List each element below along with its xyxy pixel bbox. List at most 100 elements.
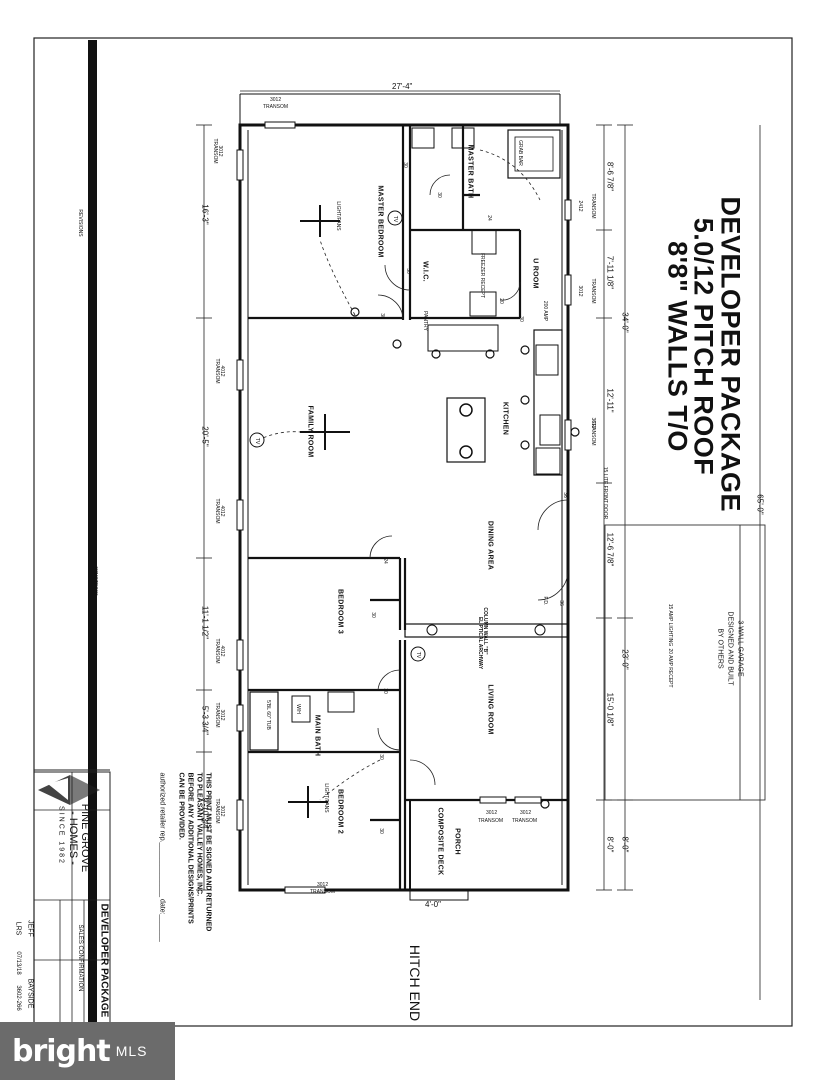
door-tag-13: 30 [378, 754, 384, 760]
window-left-2-transom: TRANSOM [214, 358, 220, 384]
disclaimer-block: THIS PRINT MUST BE SIGNED AND RETURNED T… [158, 773, 213, 1023]
vanity-2 [451, 127, 475, 149]
label-garage-2: DESIGNED AND BUILT [726, 611, 734, 686]
window-left-1-transom: TRANSOM [212, 138, 218, 164]
window-top-transom: TRANSOM [263, 104, 288, 110]
dim-left-2: 20'-5" [200, 426, 210, 447]
window-porch-1-transom: TRANSOM [478, 818, 503, 824]
dim-porch-bottom: 4'-0" [425, 900, 441, 909]
door-tag-1: 30 [402, 162, 408, 168]
vanity-1 [411, 127, 435, 149]
pantry-shelf [427, 324, 499, 352]
label-200-amp: 200 AMP [542, 300, 548, 322]
main-bath-wh [291, 695, 311, 723]
door-tag-5: 20 [498, 298, 504, 304]
info-sub: 8'-8" FLAT [87, 937, 97, 983]
disclaimer-line3: BEFORE ANY ADDITIONAL DESIGNS/PRINTS [186, 772, 194, 924]
door-tag-14: 30 [378, 828, 384, 834]
info-number: 3602-266 [15, 985, 21, 1011]
room-composite-deck: COMPOSITE DECK [436, 807, 444, 876]
room-dining-area: DINING AREA [486, 520, 494, 571]
room-family-room: FAMILY ROOM [306, 405, 314, 458]
company-name-1: PINE GROVE [79, 803, 91, 873]
room-kitchen: KITCHEN [501, 401, 509, 436]
door-tag-4: 30 [405, 268, 411, 274]
door-swings [369, 174, 569, 786]
label-notes: ***NOTES*** [92, 566, 98, 596]
dim-right-1: 8'-6 7/8" [605, 161, 615, 192]
window-top-size: 3012 [270, 97, 282, 103]
watermark-brand: bright [12, 1033, 111, 1069]
door-tag-6: 30 [379, 313, 385, 319]
label-freezer: FREEZER RECEPT [479, 253, 485, 299]
company-logo-icon [38, 775, 100, 805]
dim-left-3: 11'-1 1/2" [200, 605, 210, 640]
ceiling-fans [288, 205, 350, 818]
dim-right-4: 12'-6 7/8" [605, 532, 615, 567]
sheet-border [33, 37, 793, 1027]
dim-right-2: 7'-11 1/8" [605, 255, 615, 290]
info-retailer: BAYSIDE [26, 978, 34, 1009]
dim-porch-length: 8'-0" [620, 836, 630, 853]
fridge [535, 447, 561, 475]
room-master-bedroom: MASTER BEDROOM [376, 185, 384, 258]
disclaimer-signature: authorized retailer rep.______________ d… [158, 772, 166, 942]
company-name-2: - HOMES - [67, 811, 79, 865]
door-tag-12: 30 [382, 688, 388, 694]
dim-right-6: 8'-0" [605, 836, 615, 853]
switch-arcs [257, 149, 541, 801]
column-wall-b [404, 623, 569, 638]
room-master-bath: MASTER BATH [466, 144, 474, 199]
room-porch: PORCH [453, 828, 461, 855]
label-fan-note-1: LIGHT/FANS [335, 201, 341, 231]
label-fan-note-2: LIGHT/FANS [323, 783, 329, 813]
door-tag-2: 30 [436, 192, 442, 198]
door-tag-10: 30 [370, 612, 376, 618]
room-living-room: LIVING ROOM [486, 684, 494, 735]
tv-symbols [249, 210, 426, 662]
window-right-2-size: 3012 [577, 285, 583, 297]
shower-inner [514, 136, 554, 172]
label-fd: F.D. [542, 596, 548, 606]
label-hitch-end: HITCH END [407, 944, 423, 1022]
dim-width-top: 27'-4" [392, 82, 413, 91]
dim-right-5: 15'-0 1/8" [605, 692, 615, 727]
interior-walls [248, 125, 568, 890]
kitchen-counter [533, 329, 563, 476]
watermark-mls: MLS [115, 1043, 148, 1059]
disclaimer-line1: THIS PRINT MUST BE SIGNED AND RETURNED [204, 772, 212, 932]
room-pantry: PANTRY [422, 311, 428, 331]
disclaimer-line4: CAN BE PROVIDED. [177, 772, 185, 840]
room-bedroom-2: BEDROOM 2 [336, 788, 344, 835]
dim-house-length: 34'-0" [620, 312, 630, 333]
window-left-3-transom: TRANSOM [214, 498, 220, 524]
window-bottom-transom: TRANSOM [310, 889, 335, 895]
door-tag-11: 36 [558, 600, 564, 606]
dim-garage-length: 23'-0" [620, 649, 630, 670]
label-tv-1: TV [392, 215, 398, 223]
window-left-4-transom: TRANSOM [214, 638, 220, 664]
title-strip-rule [88, 40, 97, 1026]
label-tub: 5'BL 60" TUB [265, 700, 271, 730]
window-bottom-size: 3012 [317, 882, 329, 888]
door-tag-8: 36 [562, 492, 568, 498]
window-right-1-transom: TRANSOM [590, 193, 596, 219]
dim-overall: 65'-0" [755, 494, 765, 515]
window-porch-1-size: 3012 [486, 810, 498, 816]
plan-title-line2: 5.0/12 PITCH ROOF [688, 217, 719, 476]
door-tag-3: 24 [486, 215, 492, 221]
label-tv-3: TV [415, 651, 421, 659]
room-wic: W.I.C. [421, 261, 429, 282]
shower [507, 129, 561, 179]
room-main-bath: MAIN BATH [313, 714, 321, 757]
label-wh: W/H [295, 704, 301, 714]
window-right-3-transom: TRANSOM [590, 420, 596, 446]
right-dim-ticks [596, 124, 633, 891]
label-garage-1: 3 WALL GARAGE [736, 620, 744, 677]
kitchen-island [446, 397, 486, 463]
garage-outline [604, 524, 766, 801]
label-lite-door: 15 LITE FRONT DOOR [602, 466, 608, 520]
window-left-5-transom: TRANSOM [214, 702, 220, 728]
